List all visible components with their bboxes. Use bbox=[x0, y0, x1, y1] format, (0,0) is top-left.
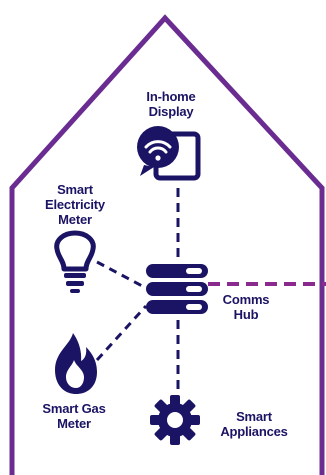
label-smart-gas-meter: Smart Gas Meter bbox=[24, 401, 124, 431]
tablet-wifi-icon bbox=[137, 126, 201, 181]
label-in-home-display: In-home Display bbox=[126, 89, 216, 119]
label-display-line-1: In-home bbox=[146, 89, 196, 104]
label-appliances-line-2: Appliances bbox=[220, 424, 288, 439]
label-smart-appliances: Smart Appliances bbox=[208, 409, 300, 439]
gear-icon bbox=[150, 395, 200, 445]
label-hub-line-1: Comms bbox=[222, 292, 270, 307]
link-electricity-hub bbox=[96, 260, 147, 290]
label-gas-line-2: Meter bbox=[57, 416, 91, 431]
label-hub-line-2: Hub bbox=[233, 307, 259, 322]
label-electricity-line-2: Electricity bbox=[45, 197, 105, 212]
label-electricity-line-3: Meter bbox=[58, 212, 92, 227]
link-gas-hub bbox=[95, 304, 148, 362]
label-electricity-line-1: Smart bbox=[57, 182, 93, 197]
server-stack-icon bbox=[146, 264, 208, 314]
lightbulb-icon bbox=[54, 230, 96, 293]
label-comms-hub: Comms Hub bbox=[210, 292, 282, 322]
flame-icon bbox=[55, 333, 97, 394]
label-display-line-2: Display bbox=[148, 104, 194, 119]
label-smart-electricity-meter: Smart Electricity Meter bbox=[32, 182, 118, 227]
label-gas-line-1: Smart Gas bbox=[42, 401, 106, 416]
label-appliances-line-1: Smart bbox=[236, 409, 272, 424]
